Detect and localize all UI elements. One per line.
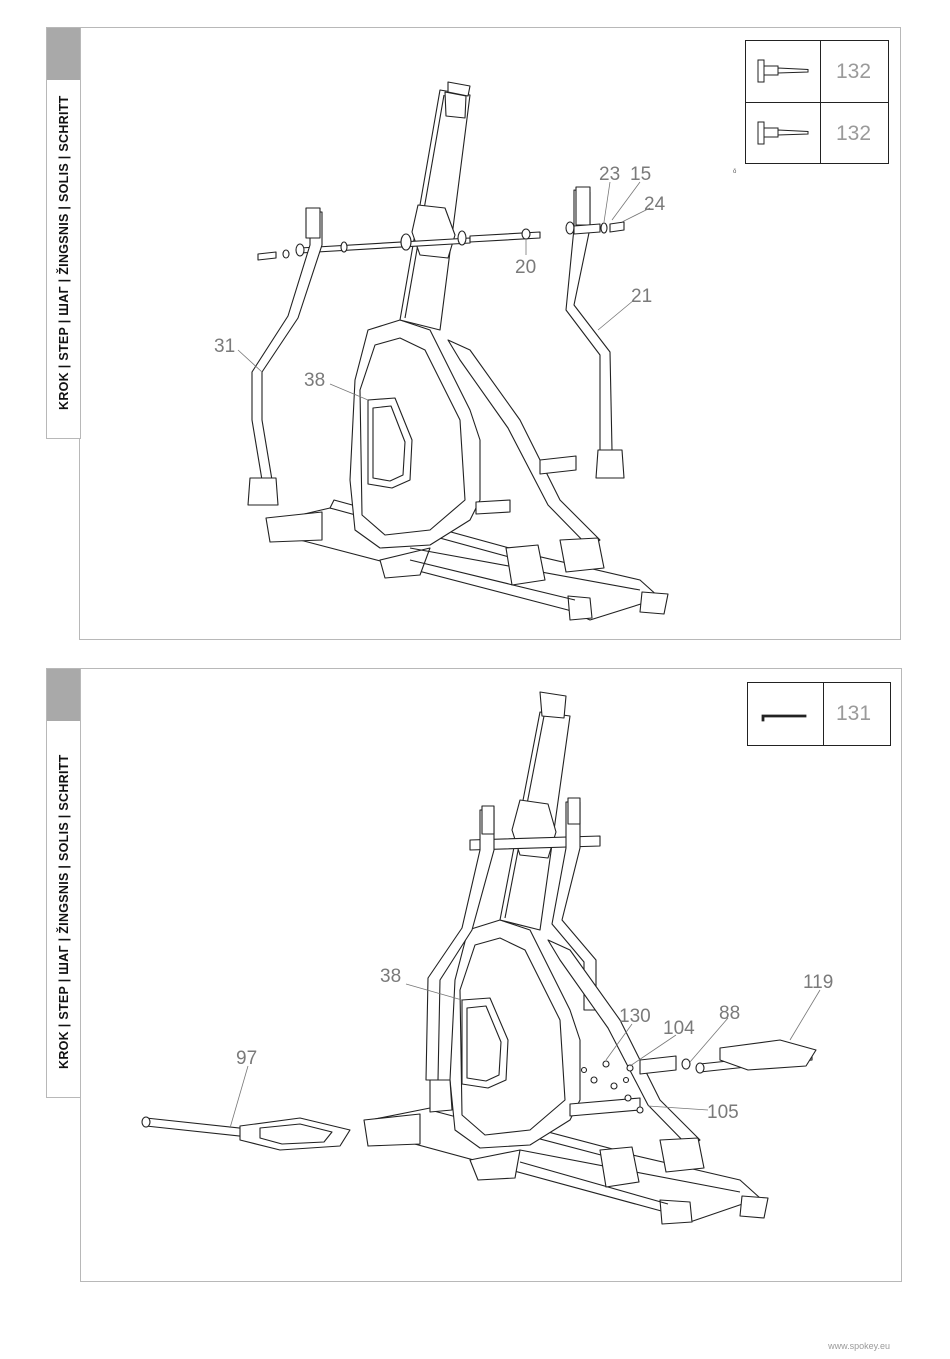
callout-label: 88 bbox=[719, 1003, 740, 1024]
callout-label: 105 bbox=[707, 1102, 739, 1123]
callout-label: 104 bbox=[663, 1018, 695, 1039]
callout-label: 130 bbox=[619, 1006, 651, 1027]
callout-label: 38 bbox=[380, 966, 401, 987]
callout-label: 119 bbox=[803, 972, 833, 993]
footer-url: www.spokey.eu bbox=[828, 1341, 890, 1351]
callout-label: 97 bbox=[236, 1048, 257, 1069]
